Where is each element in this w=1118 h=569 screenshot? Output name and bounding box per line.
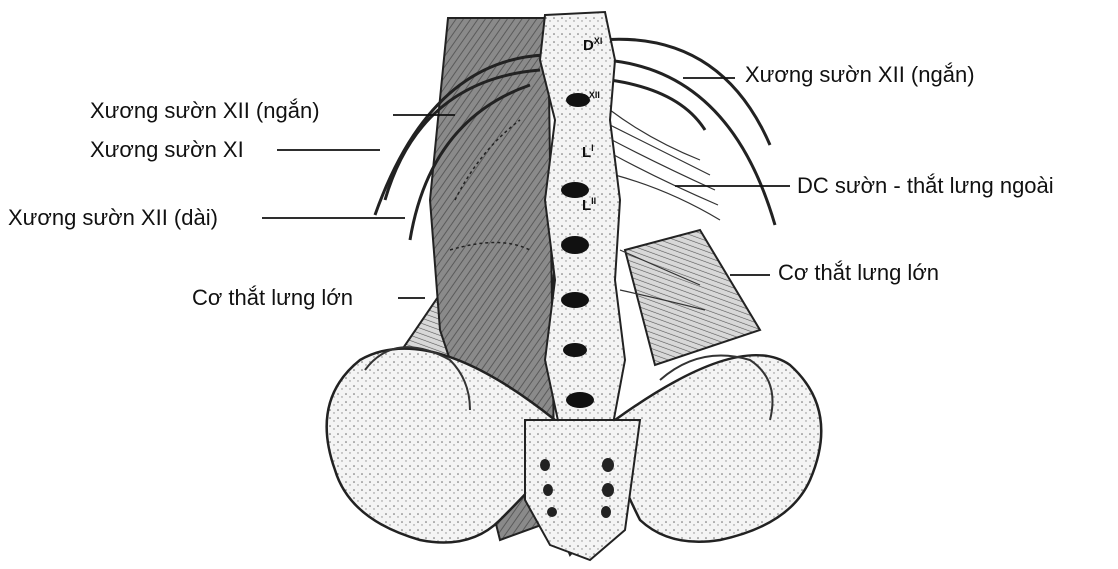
label-rib11-left: Xương sườn XI [90, 137, 244, 163]
label-lumbocostal-ligament: DC sườn - thắt lưng ngoài [797, 173, 1054, 199]
vertebra-label-l1: LI [582, 143, 594, 161]
vertebra-label-l2: LII [582, 196, 596, 214]
psoas-muscle-right [625, 230, 760, 365]
label-rib12-short-left: Xương sườn XII (ngắn) [90, 98, 320, 124]
sacrum [525, 420, 640, 560]
vertebra-label-d12: DXII [578, 90, 600, 108]
label-psoas-right: Cơ thắt lưng lớn [778, 260, 939, 286]
vertebra-label-d11: DXI [583, 36, 602, 54]
label-rib12-long-left: Xương sườn XII (dài) [8, 205, 218, 231]
label-rib12-short-right: Xương sườn XII (ngắn) [745, 62, 975, 88]
iliac-bone-right [615, 355, 821, 542]
label-psoas-left: Cơ thắt lưng lớn [192, 285, 353, 311]
